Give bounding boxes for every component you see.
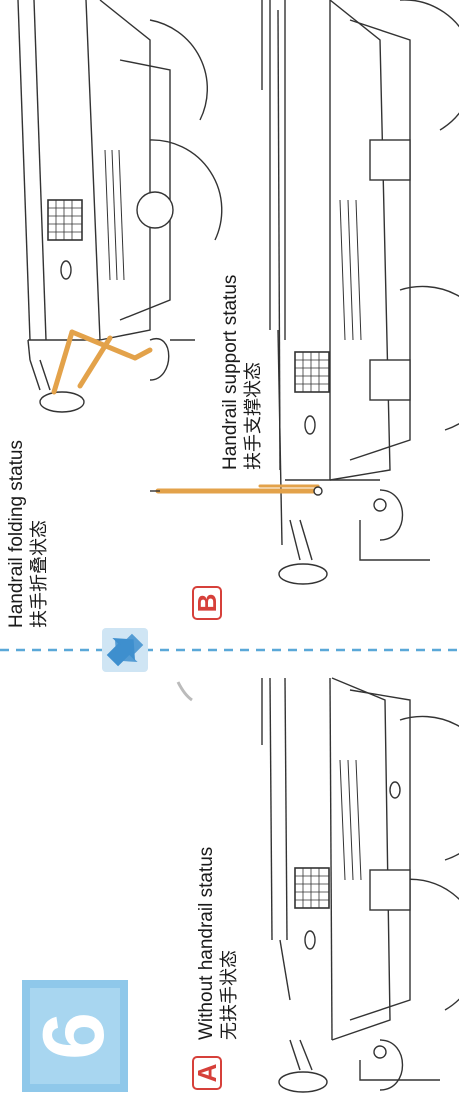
support-status-zh: 扶手支撑状态 bbox=[243, 362, 263, 470]
step-number: 6 bbox=[26, 1012, 122, 1060]
badge-a: A bbox=[192, 1056, 222, 1090]
panel-b-badge: B bbox=[192, 586, 222, 620]
panel-a-label: Without handrail status 无扶手状态 bbox=[196, 847, 240, 1040]
panel-a-badge: A bbox=[192, 1056, 222, 1090]
support-handrail-drawing bbox=[261, 0, 459, 585]
folding-status-zh: 扶手折叠状态 bbox=[29, 520, 49, 628]
handrail-support bbox=[155, 484, 321, 494]
panel-b-label: Handrail support status 扶手支撑状态 bbox=[220, 275, 264, 470]
support-status-en: Handrail support status bbox=[220, 274, 241, 470]
folding-status-en: Handrail folding status bbox=[6, 440, 27, 628]
swap-arrows-icon bbox=[102, 628, 148, 672]
handrail-folded bbox=[51, 329, 153, 395]
without-status-en: Without handrail status bbox=[196, 846, 217, 1040]
badge-b: B bbox=[192, 586, 222, 620]
without-status-zh: 无扶手状态 bbox=[219, 950, 239, 1040]
no-handrail-drawing bbox=[261, 677, 459, 1093]
folded-handrail-drawing bbox=[17, 0, 223, 413]
step-number-block bbox=[22, 980, 128, 1092]
folding-status-label: Handrail folding status 扶手折叠状态 bbox=[6, 440, 50, 628]
